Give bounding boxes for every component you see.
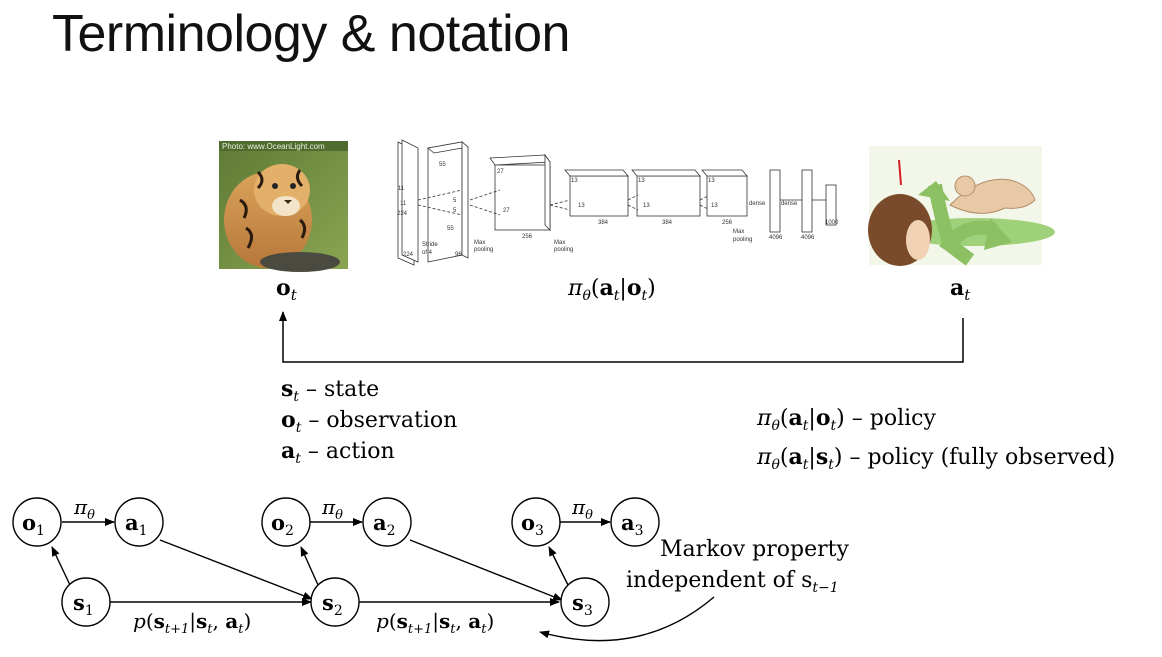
policy-center-label: πθ(at|ot) <box>567 275 656 304</box>
svg-text:4096: 4096 <box>801 235 815 241</box>
svg-text:96: 96 <box>455 252 462 258</box>
tiger-image: Photo: www.OceanLight.com <box>219 141 348 272</box>
svg-text:11: 11 <box>398 186 405 192</box>
svg-text:pooling: pooling <box>733 237 752 243</box>
svg-text:256: 256 <box>522 234 533 240</box>
svg-text:27: 27 <box>503 208 510 214</box>
svg-text:13: 13 <box>711 203 718 209</box>
markov-line2: independent of st−1 <box>626 568 839 596</box>
a-t-label: at <box>950 275 971 304</box>
svg-text:Max: Max <box>733 229 744 235</box>
markov-line1: Markov property <box>660 537 849 562</box>
feedback-loop <box>283 312 963 362</box>
transition-label-2: p(st+1|st, at) <box>376 609 494 637</box>
svg-text:Stride: Stride <box>422 242 438 248</box>
svg-text:224: 224 <box>403 252 414 258</box>
svg-text:13: 13 <box>643 203 650 209</box>
svg-text:pooling: pooling <box>554 247 573 253</box>
svg-text:Max: Max <box>474 240 485 246</box>
svg-text:55: 55 <box>447 226 454 232</box>
svg-text:4096: 4096 <box>769 235 783 241</box>
def-policy: πθ(at|ot) – policy <box>756 405 936 434</box>
def-observation: ot – observation <box>281 407 457 436</box>
def-action: at – action <box>281 438 395 467</box>
svg-text:dense: dense <box>749 201 766 207</box>
definitions-right: πθ(at|ot) – policy πθ(at|st) – policy (f… <box>756 405 1115 473</box>
tiger-watermark: Photo: www.OceanLight.com <box>222 142 325 151</box>
transition-label-1: p(st+1|st, at) <box>133 609 251 637</box>
svg-text:384: 384 <box>598 220 609 226</box>
pi-label-2: πθ <box>321 495 343 523</box>
o-t-label: ot <box>276 275 298 304</box>
graphical-model <box>13 498 714 641</box>
svg-text:13: 13 <box>578 203 585 209</box>
top-labels: ot at πθ(at|ot) <box>276 275 971 304</box>
action-image <box>868 146 1055 266</box>
svg-text:55: 55 <box>439 162 446 168</box>
svg-text:13: 13 <box>708 178 715 184</box>
svg-text:of 4: of 4 <box>422 250 433 256</box>
svg-text:dense: dense <box>781 201 798 207</box>
svg-text:13: 13 <box>638 178 645 184</box>
svg-text:pooling: pooling <box>474 247 493 253</box>
pi-label-3: πθ <box>571 495 593 523</box>
svg-text:1000: 1000 <box>825 220 839 226</box>
svg-text:Max: Max <box>554 240 565 246</box>
def-state: st – state <box>281 376 379 405</box>
svg-text:11: 11 <box>400 201 407 207</box>
svg-text:27: 27 <box>497 169 504 175</box>
svg-text:224: 224 <box>397 211 408 217</box>
svg-text:256: 256 <box>722 220 733 226</box>
pi-label-1: πθ <box>73 495 95 523</box>
def-policy-full: πθ(at|st) – policy (fully observed) <box>756 444 1115 473</box>
markov-note: Markov property independent of st−1 <box>626 537 849 596</box>
definitions-left: st – state ot – observation at – action <box>281 376 457 467</box>
svg-text:384: 384 <box>662 220 673 226</box>
svg-text:13: 13 <box>571 178 578 184</box>
